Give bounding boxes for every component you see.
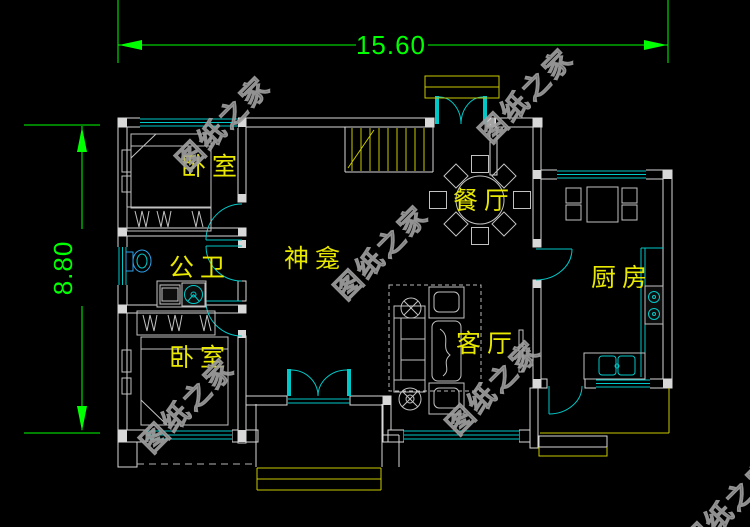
door-bedroom-bottom — [206, 301, 242, 336]
nightstand — [122, 350, 131, 372]
dim-arrow-left — [119, 40, 142, 50]
chair — [492, 212, 516, 236]
chair — [444, 164, 468, 188]
windows — [117, 117, 650, 443]
wall-dining-kitchen-b — [533, 280, 541, 388]
room-label-kitchen: 厨房 — [591, 264, 653, 292]
room-label-living: 客厅 — [456, 330, 518, 358]
dimension-left: 8.80 — [24, 125, 100, 433]
stair-break-line — [348, 130, 374, 168]
furniture-bedroom-top — [122, 134, 211, 231]
rug — [389, 285, 481, 391]
door-entrance-double — [435, 96, 487, 124]
armchair-top — [429, 287, 464, 318]
nightstand — [122, 378, 131, 394]
sofa-three-seat — [394, 306, 425, 392]
room-label-bedroom-top: 卧室 — [181, 153, 243, 181]
room-label-hall: 神龛 — [284, 245, 346, 273]
wall-right — [663, 170, 672, 388]
wall-bed1-bath — [118, 228, 246, 236]
living-room-furniture — [389, 285, 531, 414]
doors — [206, 96, 582, 414]
dining-table — [456, 176, 504, 224]
door-bedroom-top — [206, 204, 242, 240]
door-bathroom — [206, 246, 242, 281]
washing-machine — [182, 283, 205, 306]
window-kitchen-bottom — [596, 378, 650, 389]
column-pads — [118, 118, 672, 442]
nightstand — [122, 176, 131, 192]
room-label-bathroom: 公卫 — [169, 254, 231, 282]
dimension-height-label: 8.80 — [48, 241, 78, 296]
wash-basin — [160, 285, 180, 304]
chair — [492, 164, 516, 188]
tv — [519, 330, 531, 372]
door-hall-rear-double — [287, 369, 351, 403]
dim-arrow-up — [77, 127, 87, 152]
door-kitchen-inner — [536, 249, 572, 280]
kitchen-furniture — [566, 187, 663, 379]
door-kitchen-rear — [549, 386, 582, 414]
chair — [472, 156, 489, 173]
chair — [566, 205, 581, 220]
wall-leftblock-c — [238, 336, 246, 443]
bed-fold — [131, 134, 156, 158]
chair — [566, 188, 581, 203]
chair — [622, 205, 637, 220]
chair — [444, 212, 468, 236]
watermark: 图纸之家 — [473, 42, 580, 149]
window-bedroom-top — [140, 117, 238, 128]
dim-arrow-down — [77, 406, 87, 431]
bed — [141, 337, 228, 425]
coffee-table — [432, 321, 461, 381]
dim-arrow-right — [644, 40, 667, 50]
chair — [472, 228, 489, 245]
armchair-bottom — [429, 383, 464, 414]
entrance-canopy — [425, 76, 499, 98]
chair — [622, 188, 637, 203]
wardrobe — [137, 311, 215, 335]
back-porch-steps — [539, 388, 669, 456]
furniture-bedroom-bottom — [122, 311, 228, 425]
window-living — [404, 429, 519, 443]
chair — [514, 192, 531, 209]
wall-jamb-pad — [238, 240, 246, 248]
wall-bottom-right-a — [388, 430, 404, 442]
room-labels: 卧室 公卫 神龛 餐厅 厨房 客厅 卧室 — [169, 153, 653, 372]
chair — [430, 192, 447, 209]
watermark: 图纸之家 — [677, 452, 750, 527]
dimension-width-label: 15.60 — [356, 30, 426, 60]
wall-leftblock-b — [238, 281, 246, 301]
stove — [645, 286, 663, 324]
watermarks: 图纸之家 图纸之家 图纸之家 图纸之家 图纸之家 图纸之家 — [133, 41, 750, 527]
window-bedroom-bottom — [146, 429, 232, 443]
toilet — [126, 250, 151, 272]
sink-counter — [584, 353, 645, 379]
wall-hall-bottom-a — [246, 396, 287, 405]
wall-dining-kitchen-a — [533, 127, 541, 247]
front-porch-steps — [137, 404, 399, 490]
side-table-top — [401, 298, 421, 318]
bed-fold — [141, 400, 167, 425]
nightstand — [122, 150, 131, 172]
room-label-dining: 餐厅 — [453, 187, 515, 215]
wardrobe — [127, 207, 211, 231]
room-label-bedroom-bottom: 卧室 — [169, 344, 231, 372]
dining-set — [430, 156, 531, 245]
bathroom-fixtures — [126, 250, 206, 307]
window-kitchen-top — [557, 169, 646, 180]
wall-corner-stub — [118, 442, 137, 467]
side-table-bottom — [399, 388, 421, 410]
kitchen-table — [587, 187, 618, 222]
wall-back-porch-left — [530, 388, 538, 448]
dimension-top: 15.60 — [118, 0, 668, 63]
stairs — [345, 127, 433, 172]
